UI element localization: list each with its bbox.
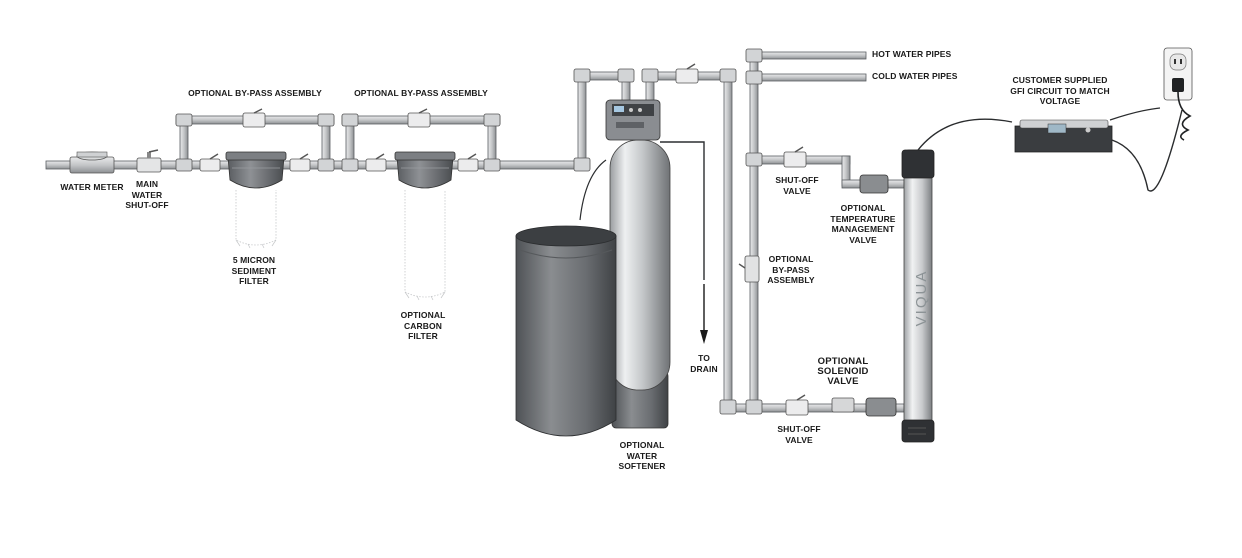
drain-arrow xyxy=(700,284,708,344)
temp-valve-label: OPTIONAL TEMPERATURE MANAGEMENT VALVE xyxy=(830,203,896,245)
bypass-3-label: OPTIONAL BY-PASS ASSEMBLY xyxy=(767,254,815,285)
drain-label: TO DRAIN xyxy=(690,353,718,374)
solenoid-label: OPTIONAL SOLENOID VALVE xyxy=(817,356,869,387)
house-pipes xyxy=(738,48,905,417)
cold-water-label: COLD WATER PIPES xyxy=(872,71,958,81)
hot-water-label: HOT WATER PIPES xyxy=(872,49,952,59)
carbon-filter xyxy=(394,151,456,301)
water-meter-label: WATER METER xyxy=(60,182,124,192)
viqua-logo: VIQUA xyxy=(913,269,930,327)
main-shutoff-label: MAIN WATER SHUT-OFF xyxy=(125,179,169,210)
gfi-circuit-label: CUSTOMER SUPPLIED GFI CIRCUIT TO MATCH V… xyxy=(1010,75,1110,106)
sediment-filter xyxy=(225,151,287,249)
shutoff-upper-label: SHUT-OFF VALVE xyxy=(775,175,819,196)
power-outlet xyxy=(1163,47,1193,141)
carbon-filter-label: OPTIONAL CARBON FILTER xyxy=(400,310,446,341)
bypass-assembly-2 xyxy=(341,108,501,172)
water-meter xyxy=(69,151,115,174)
bypass-assembly-1 xyxy=(175,108,335,172)
sediment-filter-label: 5 MICRON SEDIMENT FILTER xyxy=(231,255,277,286)
water-softener-label: OPTIONAL WATER SOFTENER xyxy=(618,440,666,471)
main-inlet-pipe xyxy=(45,160,587,170)
uv-system xyxy=(901,107,1183,443)
bypass-2-label: OPTIONAL BY-PASS ASSEMBLY xyxy=(354,88,488,98)
shutoff-lower-label: SHUT-OFF VALVE xyxy=(777,424,821,445)
softener-inlet-pipe xyxy=(573,68,635,172)
main-shutoff-valve xyxy=(136,149,162,173)
bypass-1-label: OPTIONAL BY-PASS ASSEMBLY xyxy=(188,88,322,98)
water-softener xyxy=(515,99,705,437)
